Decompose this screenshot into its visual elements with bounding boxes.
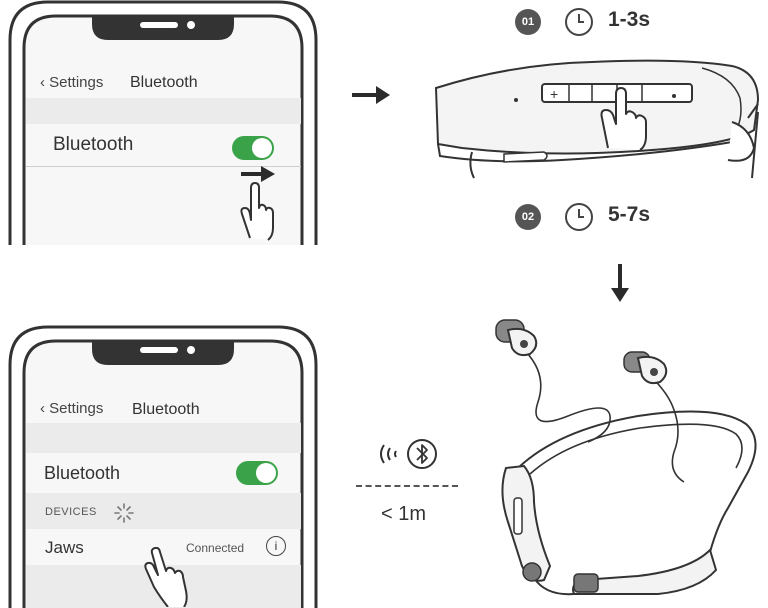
phone-frame-top [8,0,318,245]
arrow-right-icon [352,86,390,104]
arrow-right-icon [241,166,275,182]
signal-waves-icon [380,439,437,469]
chevron-left-icon: ‹ [40,74,45,91]
nav-title: Bluetooth [130,74,198,91]
right-earbud [623,351,668,385]
bluetooth-toggle[interactable] [232,136,274,160]
row-separator [26,166,301,167]
bluetooth-row-label: Bluetooth [53,134,134,155]
devices-header-band [26,493,301,529]
bluetooth-toggle[interactable] [236,461,278,485]
back-label: Settings [49,400,104,417]
device-name: Jaws [45,538,84,557]
step-badge-1: 01 [515,9,541,35]
neckband-headset [495,319,757,596]
step-badge-2: 02 [515,204,541,230]
phone-frame-bottom [8,325,318,608]
arrow-down-icon [611,264,629,302]
bluetooth-row-label: Bluetooth [44,463,121,483]
step-duration-1: 1-3s [608,8,651,31]
toggle-knob [252,138,272,158]
header-band [26,423,301,453]
back-button[interactable]: ‹ Settings [40,400,103,417]
clock-icon [565,8,593,36]
phone-bottom: ‹ Settings Bluetooth Bluetooth DEVICES J… [8,325,318,608]
pointing-hand-icon [144,547,188,607]
nav-title: Bluetooth [132,401,200,418]
chevron-left-icon: ‹ [40,400,45,417]
back-label: Settings [49,74,104,91]
distance-divider [356,485,458,487]
phone-top: ‹ Settings Bluetooth Bluetooth [8,0,318,245]
headset-control-closeup: + [434,59,760,179]
header-band [26,98,301,124]
clock-icon [565,203,593,231]
toggle-knob [256,463,276,483]
step-duration-2: 5-7s [608,203,651,226]
svg-text:+: + [550,86,558,102]
back-button[interactable]: ‹ Settings [40,74,103,91]
device-status: Connected [186,541,245,555]
loading-spinner-icon [114,503,134,523]
left-earbud [495,319,538,357]
device-row-jaws[interactable]: Jaws Connected i [26,529,301,565]
info-icon[interactable]: i [266,536,286,556]
devices-header: DEVICES [45,506,97,518]
distance-label: < 1m [381,503,427,525]
pointing-hand-icon [240,182,274,241]
